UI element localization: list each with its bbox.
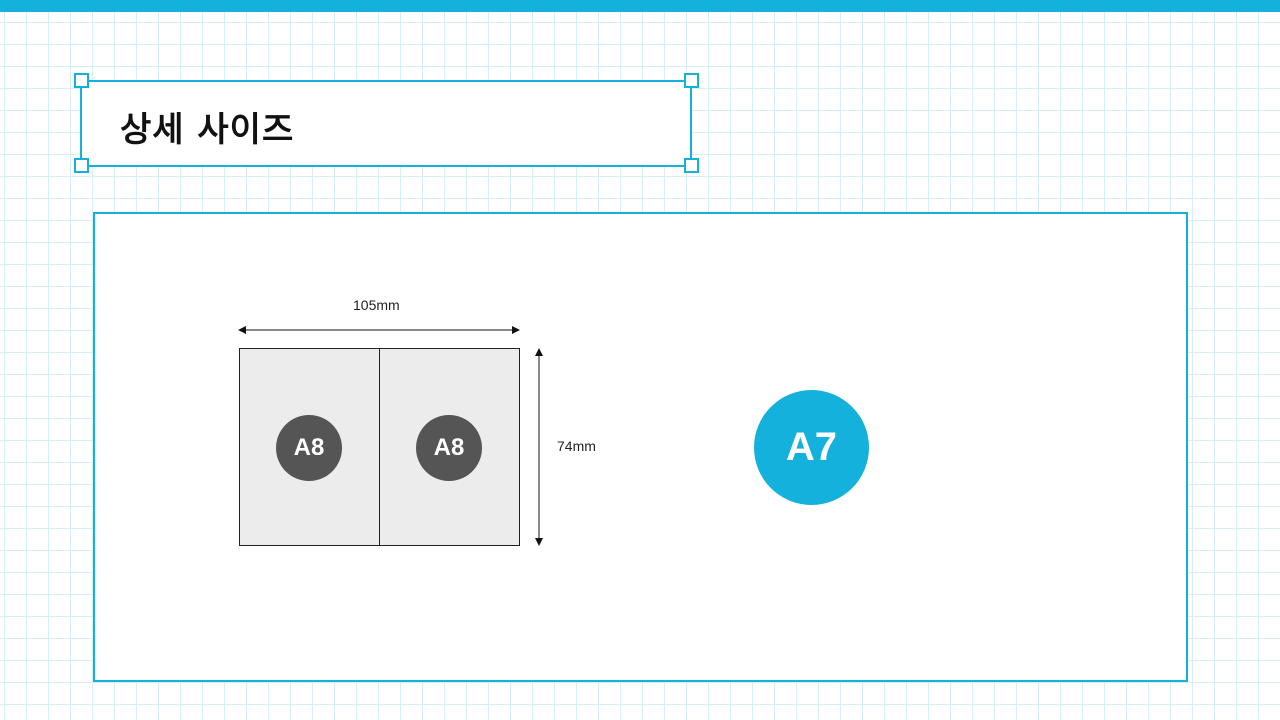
width-label: 105mm xyxy=(353,297,400,313)
sheet-right: A8 xyxy=(379,348,520,546)
sheet-left-badge: A8 xyxy=(276,415,342,481)
selection-handle-bottom-left[interactable] xyxy=(74,158,89,173)
sheet-right-badge: A8 xyxy=(416,415,482,481)
width-arrow xyxy=(238,326,520,334)
sheet-left: A8 xyxy=(239,348,380,546)
selection-handle-top-right[interactable] xyxy=(684,73,699,88)
top-accent-bar xyxy=(0,0,1280,12)
selection-handle-top-left[interactable] xyxy=(74,73,89,88)
a7-badge: A7 xyxy=(754,390,869,505)
selection-handle-bottom-right[interactable] xyxy=(684,158,699,173)
page-title: 상세 사이즈 xyxy=(120,110,295,150)
height-label: 74mm xyxy=(557,438,596,454)
height-arrow xyxy=(535,348,543,546)
title-frame: 상세 사이즈 xyxy=(80,80,692,167)
